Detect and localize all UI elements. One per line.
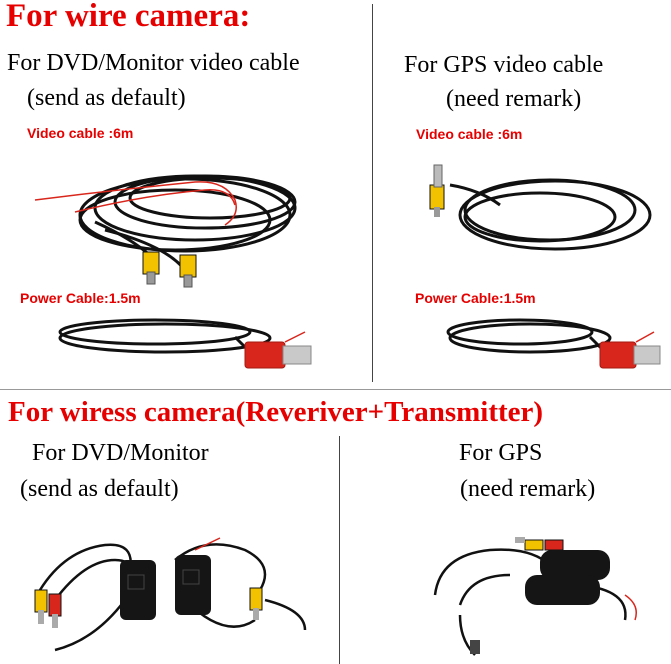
wire-gps-video-label: Video cable :6m	[416, 126, 523, 142]
bottom-vertical-divider	[339, 436, 340, 664]
gps-video-cable-image	[429, 164, 652, 251]
wireless-gps-subtitle: (need remark)	[460, 476, 596, 502]
wire-gps-power-label: Power Cable:1.5m	[415, 290, 536, 306]
wire-dvd-subtitle: (send as default)	[27, 85, 186, 111]
wireless-dvd-kit-image	[34, 537, 307, 652]
wire-dvd-title: For DVD/Monitor video cable	[7, 50, 300, 76]
dvd-power-cable-image	[58, 318, 312, 369]
horizontal-divider	[0, 389, 671, 390]
gps-power-cable-image	[446, 318, 661, 369]
wire-dvd-power-label: Power Cable:1.5m	[20, 290, 141, 306]
dvd-video-cable-image	[34, 174, 297, 288]
wireless-camera-heading: For wiress camera(Reveriver+Transmitter)	[8, 396, 544, 428]
top-vertical-divider	[372, 4, 373, 382]
wire-gps-title: For GPS video cable	[404, 52, 604, 78]
wireless-gps-kit-image	[433, 537, 637, 656]
wireless-gps-title: For GPS	[459, 440, 543, 466]
wireless-dvd-subtitle: (send as default)	[20, 476, 179, 502]
wire-camera-heading: For wire camera:	[6, 0, 251, 34]
wire-dvd-video-label: Video cable :6m	[27, 125, 134, 141]
wire-gps-subtitle: (need remark)	[446, 86, 582, 112]
wireless-dvd-title: For DVD/Monitor	[32, 440, 209, 466]
